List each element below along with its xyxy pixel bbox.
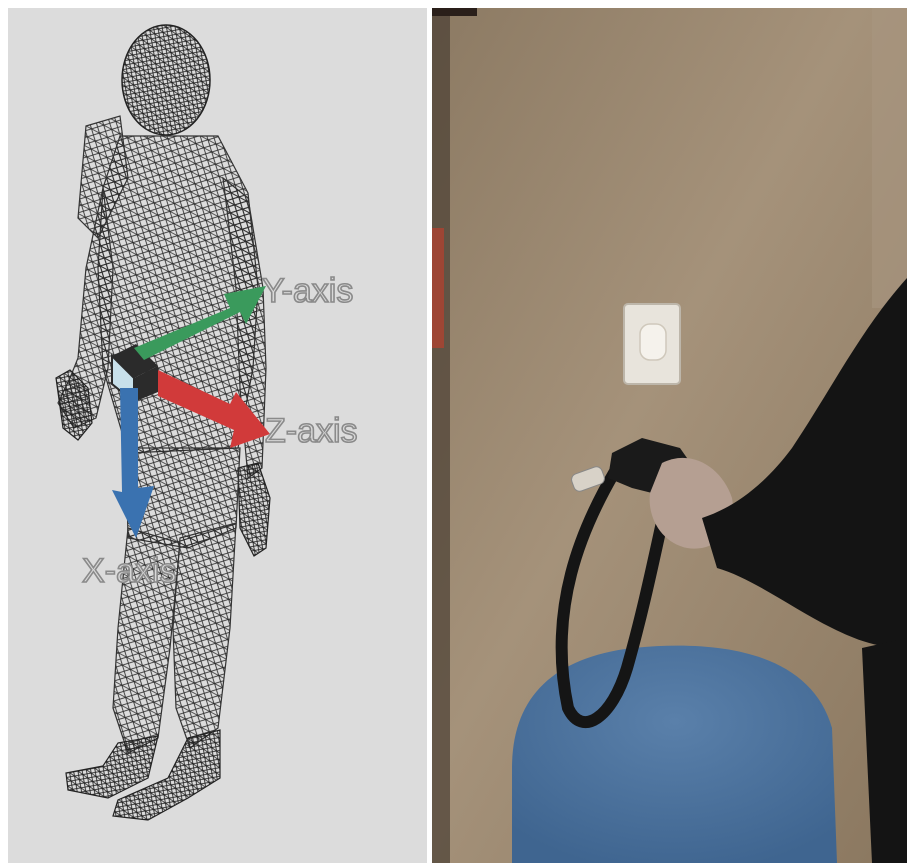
light-switch [624,304,680,384]
x-axis-label: X-axis [82,554,176,588]
person-holding-strap-photo [432,8,907,863]
red-object-edge [432,228,444,348]
right-pillar [872,8,907,308]
wireframe-panel: Y-axis Z-axis X-axis [8,8,427,863]
photo-panel [432,8,907,863]
wireframe-body-svg [8,8,427,863]
left-shadow [432,8,450,863]
y-axis-label: Y-axis [262,274,353,308]
top-dark-strip [432,8,477,16]
z-axis-label: Z-axis [265,414,358,448]
